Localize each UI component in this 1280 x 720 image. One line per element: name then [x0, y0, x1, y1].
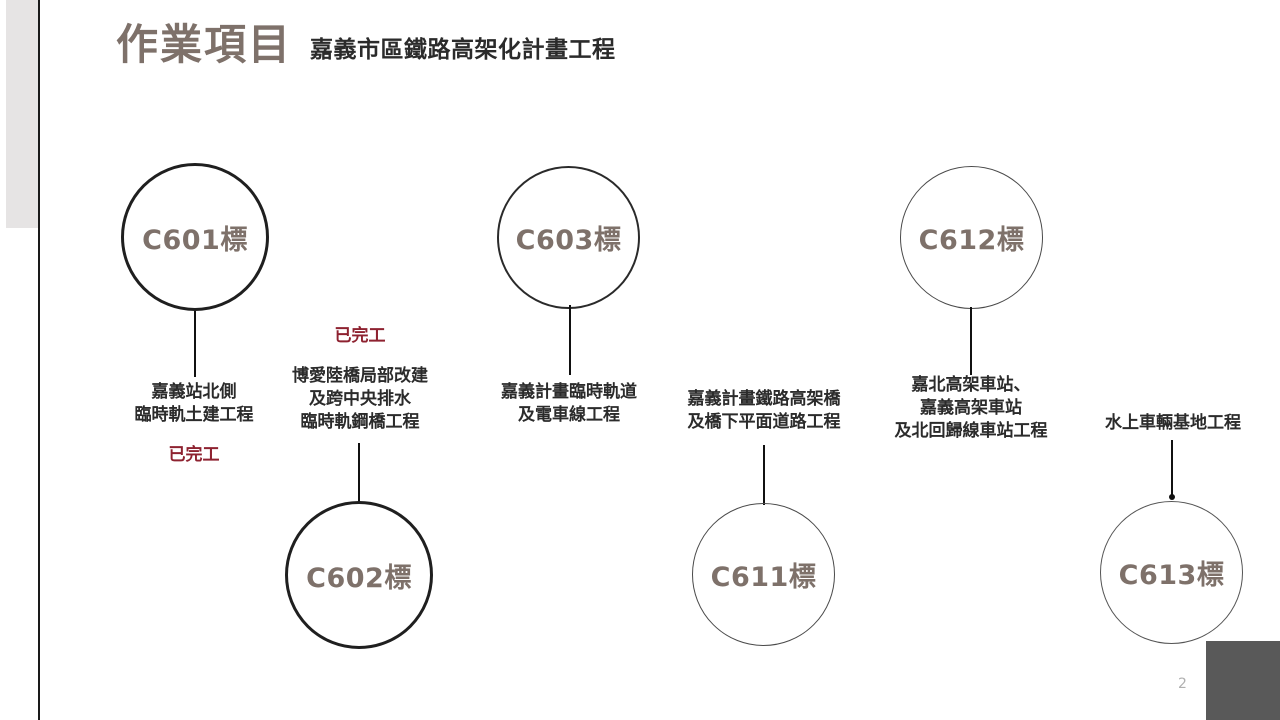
connector-c603 [569, 305, 571, 375]
status-badge-c602: 已完工 [334, 326, 386, 346]
caption-line: 及橋下平面道路工程 [687, 411, 841, 432]
bottom-right-corner-block [1206, 641, 1280, 720]
caption-line: 水上車輛基地工程 [1105, 413, 1241, 433]
caption-c612: 嘉北高架車站、 嘉義高架車站 及北回歸線車站工程 [875, 374, 1067, 443]
connector-dot-c613 [1169, 494, 1175, 500]
caption-c613: 水上車輛基地工程 [1073, 412, 1273, 435]
circle-label-c612: C612標 [918, 225, 1025, 256]
page-number: 2 [1178, 676, 1187, 692]
caption-c601: 嘉義站北側 臨時軌土建工程 [94, 381, 294, 427]
circle-c603[interactable]: C603標 [497, 166, 640, 309]
caption-c611: 嘉義計畫鐵路高架橋 及橋下平面道路工程 [664, 388, 864, 434]
circle-c602[interactable]: C602標 [285, 501, 433, 649]
circle-label-c603: C603標 [515, 225, 622, 256]
page-subtitle: 嘉義市區鐵路高架化計畫工程 [310, 37, 616, 63]
circle-c611[interactable]: C611標 [692, 503, 835, 646]
caption-line: 臨時軌鋼橋工程 [300, 411, 420, 432]
caption-line: 及跨中央排水 [309, 388, 411, 409]
caption-line: 嘉義高架車站 [920, 397, 1022, 418]
connector-c602 [358, 443, 360, 503]
caption-line: 嘉義計畫鐵路高架橋 [687, 389, 841, 409]
caption-line: 博愛陸橋局部改建 [292, 366, 428, 386]
left-gray-bar-decoration [6, 0, 39, 228]
connector-c612 [970, 307, 972, 375]
circle-c601[interactable]: C601標 [121, 163, 269, 311]
page-title: 作業項目 [116, 20, 293, 69]
left-vertical-rule [38, 0, 40, 720]
caption-line: 嘉北高架車站、 [911, 375, 1031, 395]
caption-line: 臨時軌土建工程 [134, 404, 254, 425]
circle-c613[interactable]: C613標 [1100, 501, 1243, 644]
caption-line: 嘉義站北側 [151, 382, 237, 402]
circle-label-c602: C602標 [306, 562, 412, 594]
status-badge-c601: 已完工 [168, 445, 220, 465]
connector-c613 [1171, 440, 1173, 498]
circle-c612[interactable]: C612標 [900, 166, 1043, 309]
circle-label-c613: C613標 [1118, 560, 1225, 591]
caption-c602: 博愛陸橋局部改建 及跨中央排水 臨時軌鋼橋工程 [258, 365, 462, 434]
connector-c611 [763, 445, 765, 505]
caption-c603: 嘉義計畫臨時軌道 及電車線工程 [469, 381, 669, 427]
slide-header: 作業項目 嘉義市區鐵路高架化計畫工程 [116, 24, 616, 66]
caption-line: 及北回歸線車站工程 [894, 420, 1048, 441]
circle-label-c611: C611標 [710, 562, 817, 593]
circle-label-c601: C601標 [142, 224, 248, 256]
caption-line: 嘉義計畫臨時軌道 [501, 382, 637, 402]
caption-line: 及電車線工程 [518, 404, 620, 425]
connector-c601 [194, 311, 196, 377]
